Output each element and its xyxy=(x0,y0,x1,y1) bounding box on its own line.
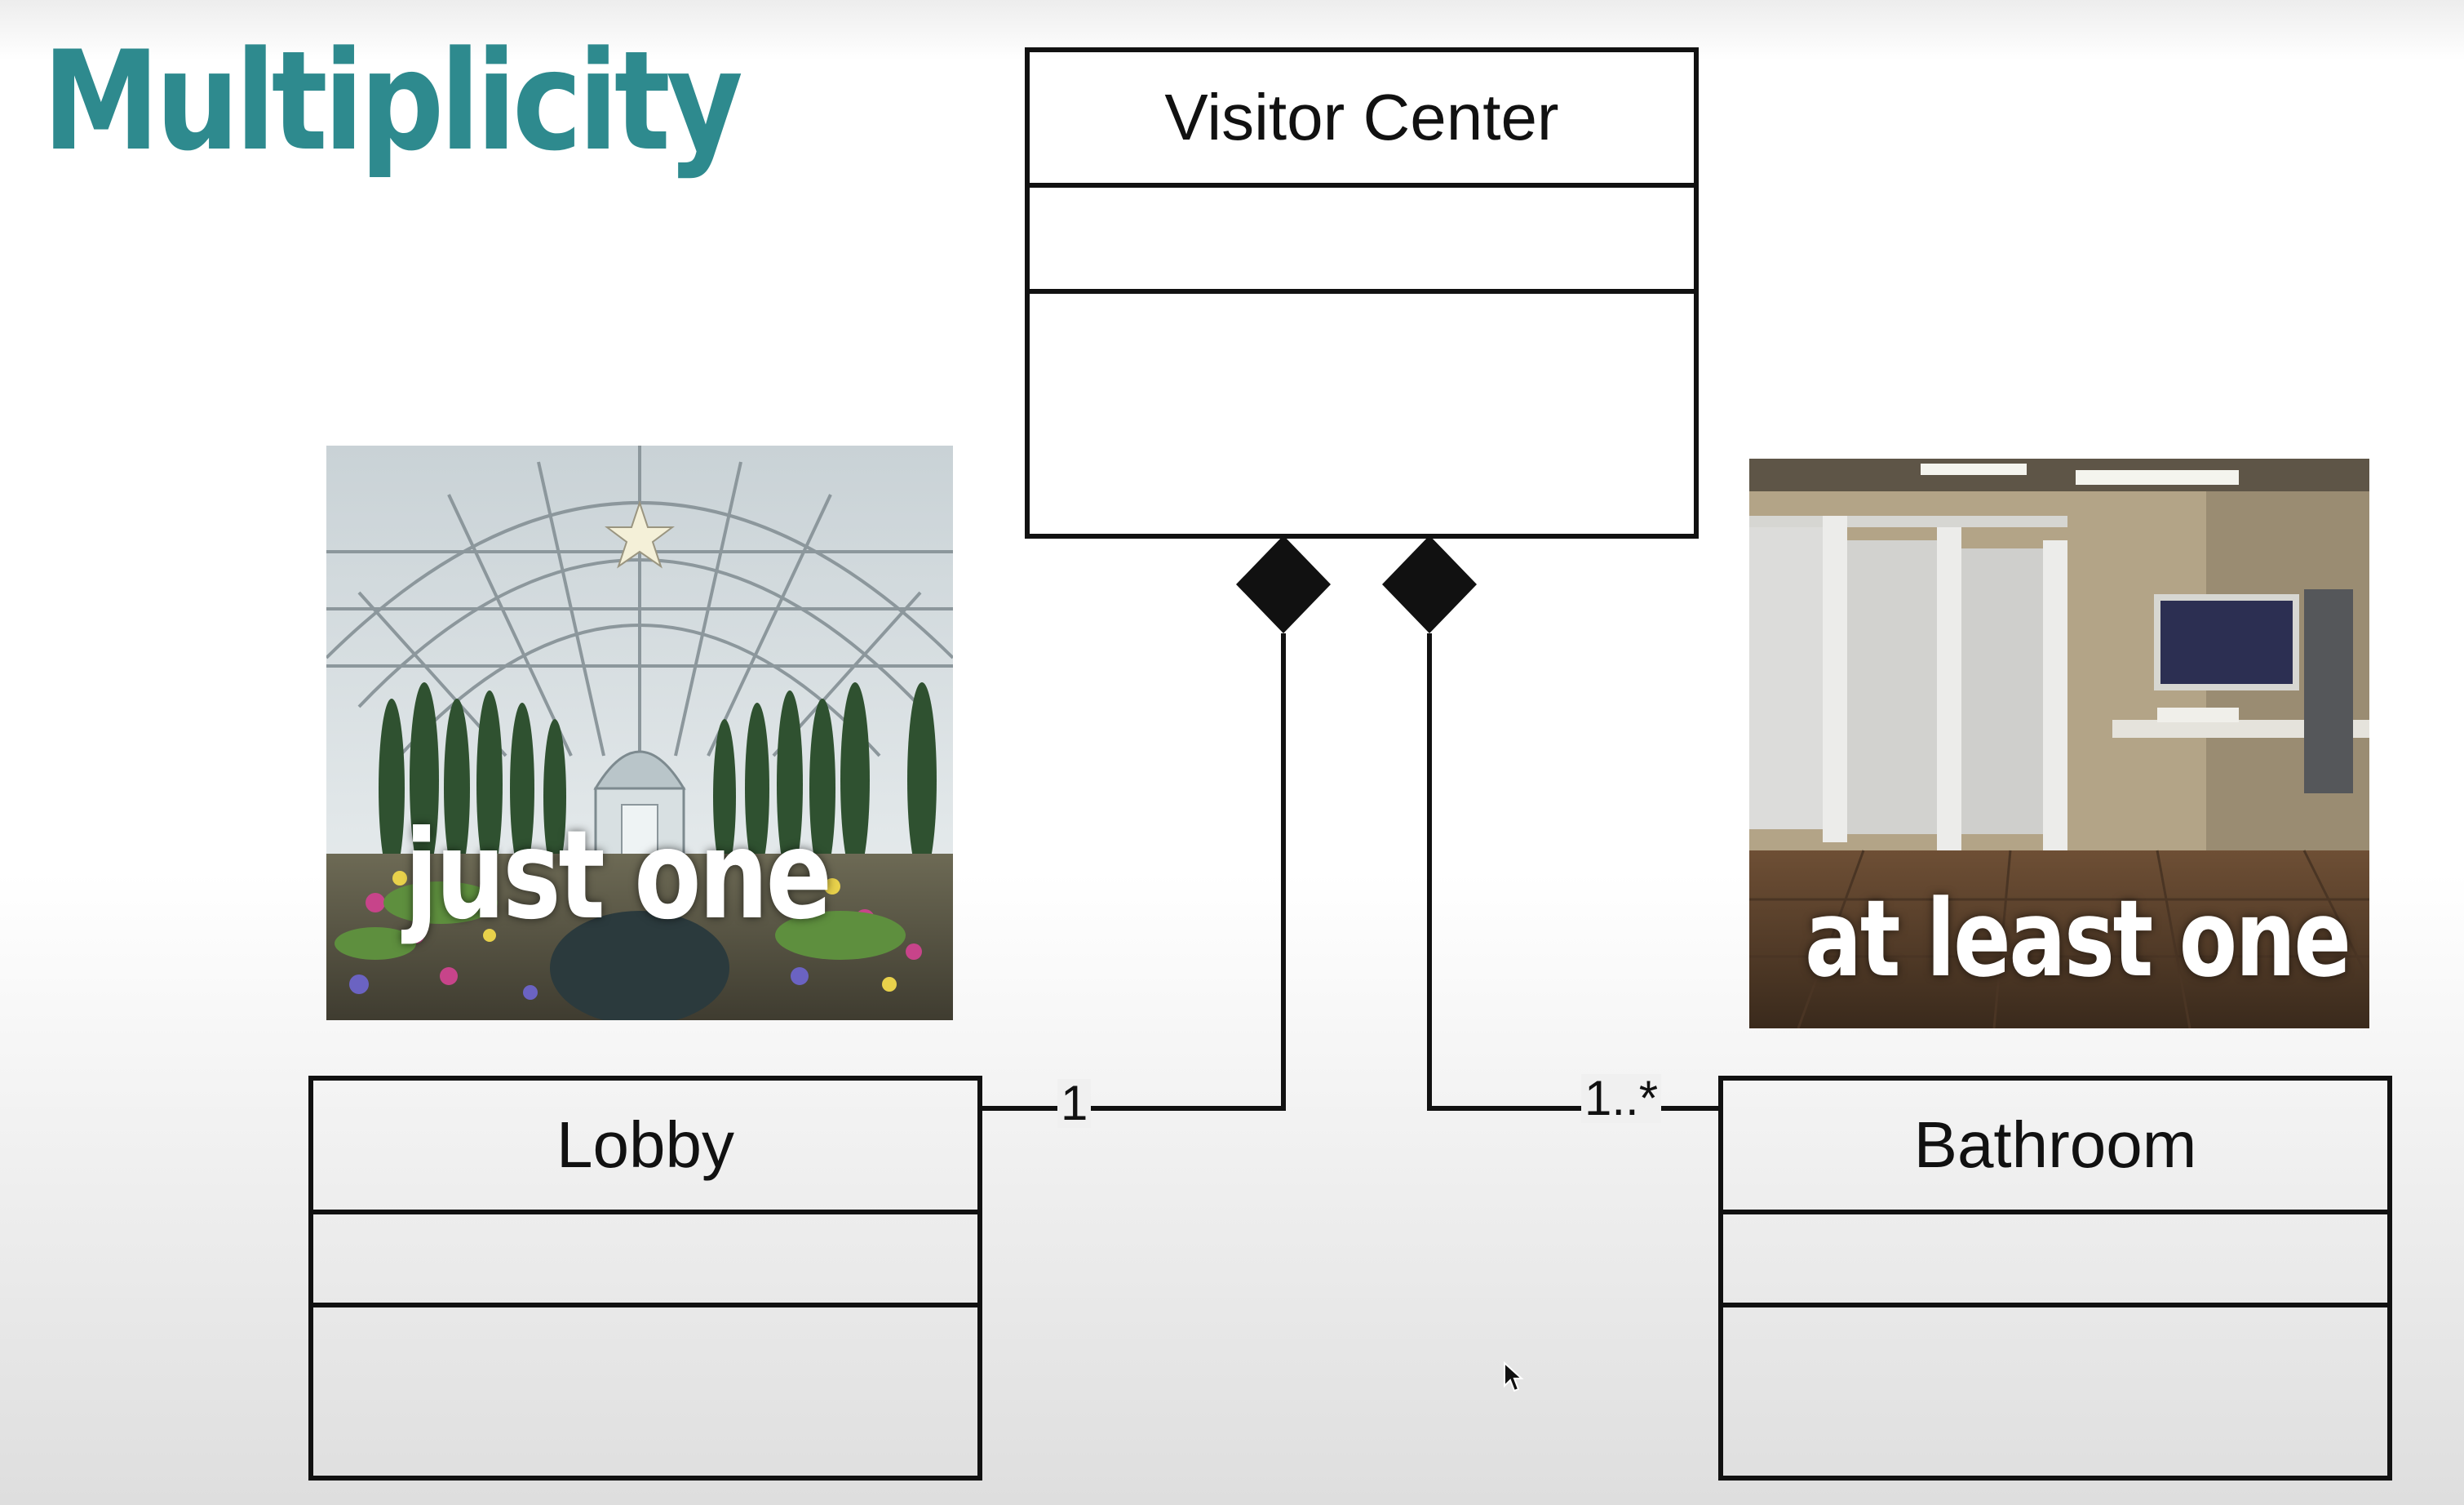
lobby-multiplicity: 1 xyxy=(1057,1079,1092,1128)
visitor-center-class-name: Visitor Center xyxy=(1030,52,1694,188)
conservatory-photo: just one xyxy=(326,446,953,1020)
at-least-one-caption: at least one xyxy=(1805,877,2351,1001)
bathroom-class-name: Bathroom xyxy=(1723,1081,2387,1214)
bathroom-multiplicity: 1..* xyxy=(1581,1074,1662,1123)
bathroom-composition-line xyxy=(1427,633,1718,1111)
bathroom-composition-diamond xyxy=(1382,535,1477,633)
bathroom-attributes xyxy=(1723,1214,2387,1307)
lobby-class: Lobby xyxy=(308,1076,982,1481)
lobby-class-name: Lobby xyxy=(313,1081,977,1214)
lobby-composition-diamond xyxy=(1236,535,1331,633)
mouse-pointer-icon xyxy=(1504,1361,1524,1392)
restroom-photo: at least one xyxy=(1749,459,2369,1028)
restroom-illustration xyxy=(1749,459,2369,1028)
bathroom-class: Bathroom xyxy=(1718,1076,2392,1481)
visitor-center-attributes xyxy=(1030,188,1694,294)
just-one-caption: just one xyxy=(405,805,832,947)
lobby-composition-line xyxy=(982,633,1286,1111)
greenhouse-illustration xyxy=(326,446,953,1020)
visitor-center-class: Visitor Center xyxy=(1025,47,1699,539)
slide-title: Multiplicity xyxy=(42,21,743,181)
lobby-attributes xyxy=(313,1214,977,1307)
